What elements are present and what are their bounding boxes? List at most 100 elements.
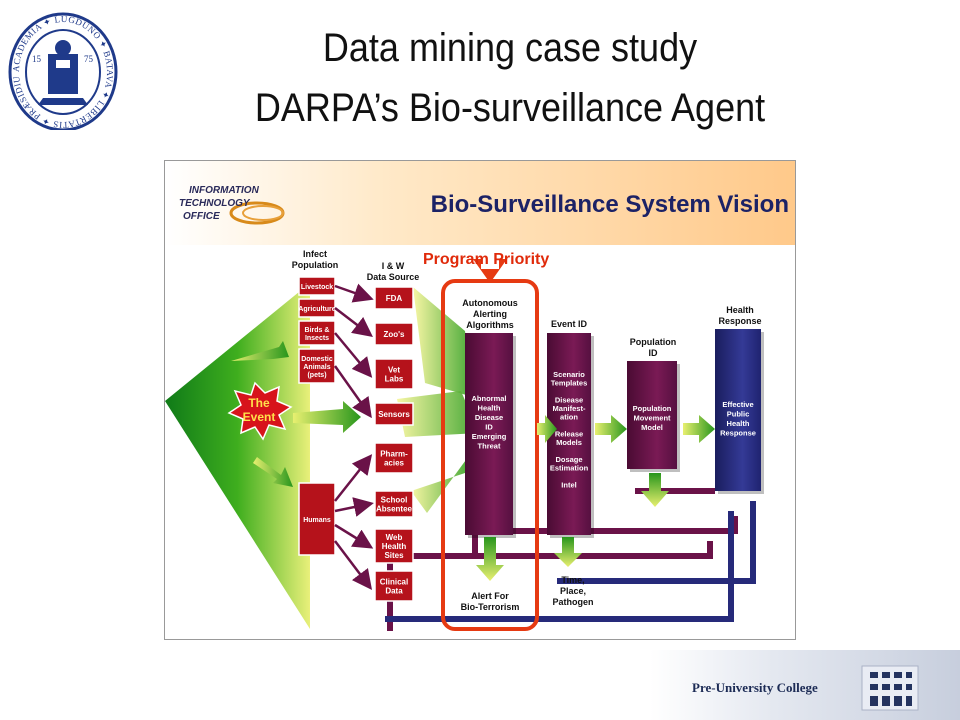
connector-4 [333,365,372,419]
connector-2 [334,307,373,338]
event-id-column-line-2: Templates [551,379,588,388]
autonomous-alerting-column-line-6: Threat [478,442,501,451]
infect-box-3-line-1: Birds & [305,327,330,334]
infect-box-2: Agriculture [298,298,336,318]
logo-line-1: INFORMATION [189,185,260,196]
connector-8 [334,540,373,590]
arrow-population-down [641,473,669,507]
pre-university-college-logo [861,665,919,711]
population-id-column-line-2: Movement [633,414,671,423]
event-id-column-line-5: Manifest- [553,404,586,413]
logo-line-3: OFFICE [183,211,220,222]
infect-box-3-line-2: Insects [305,335,329,342]
data-source-box-7-line-1: Web [386,533,403,542]
event-arrow-down [253,457,293,487]
figure-heading: Bio-Surveillance System Vision [431,191,789,218]
event-id-column-line-4: Disease [555,396,583,405]
tpp-label-line-1: Time, [561,575,584,585]
big-arrow-middle [397,391,479,437]
event-id-column-line-12: Estimation [550,464,589,473]
infect-box-4-line-1: Domestic [301,356,333,363]
data-source-box-6-line-2: Absentee [376,505,413,514]
arrow-to-alert [476,537,504,581]
data-source-column: FDA Zoo'sVetLabsSensorsPharm-aciesSchoolA… [333,283,414,602]
data-source-box-7-line-2: Health [382,542,407,551]
health-response-column-line-1: Effective [722,400,753,409]
data-source-box-3-line-2: Labs [385,375,404,384]
data-source-box-5-line-1: Pharm- [380,450,408,459]
infect-box-4-line-2: Animals [303,364,330,371]
autonomous-alerting-column-line-3: Disease [475,413,503,422]
event-id-column-line-9: Models [556,438,582,447]
autonomous-header-line-2: Alerting [473,309,507,319]
infect-box-3: Birds &Insects [298,320,336,346]
autonomous-header-line-3: Algorithms [466,320,514,330]
data-source-box-5-line-2: acies [384,459,405,468]
diagram-canvas: INFORMATION TECHNOLOGY OFFICE Bio-Survei… [165,161,795,631]
infect-header-line-1: Infect [303,249,327,259]
arrow-population-to-health [683,415,715,443]
seal-year-left: 15 [32,54,42,64]
health-response-header-line-1: Health [726,305,754,315]
data-source-box-2-line-1: Zoo's [383,330,405,339]
tpp-label-line-3: Pathogen [552,597,593,607]
infect-box-5-line-1: Humans [303,517,331,524]
information-technology-office-logo: INFORMATION TECHNOLOGY OFFICE [179,185,285,225]
alert-label-line-1: Alert For [471,591,509,601]
data-source-box-2: Zoo's [374,322,414,346]
autonomous-alerting-column-line-4: ID [485,423,493,432]
arrow-to-time-place [554,537,582,567]
health-response-column-line-2: Public [727,410,750,419]
program-priority-arrow [473,259,507,283]
processing-columns: AbnormalHealthDiseaseIDEmergingThreatSce… [465,329,764,538]
tpp-label-line-2: Place, [560,586,586,596]
bio-surveillance-diagram: INFORMATION TECHNOLOGY OFFICE Bio-Survei… [164,160,796,640]
event-id-column-line-11: Dosage [555,455,582,464]
event-id-column-line-14: Intel [561,481,576,490]
autonomous-header-line-1: Autonomous [462,298,518,308]
health-response-column-line-4: Response [720,429,756,438]
data-source-box-4-line-1: Sensors [378,410,410,419]
health-response-header-line-2: Response [718,316,761,326]
data-source-box-8-line-2: Data [385,587,403,596]
event-arrow-up [231,341,289,361]
slide-title-line-2: DARPA’s Bio-surveillance Agent [254,86,766,130]
connector-6 [334,497,374,517]
data-source-box-7-line-3: Sites [384,551,404,560]
the-event-line-2: Event [243,410,276,424]
connector-5 [334,454,373,502]
connector-7 [334,523,374,549]
arrow-event-to-population [595,415,627,443]
green-wedge [165,283,310,629]
program-priority-label: Program Priority [423,251,549,268]
infect-header-line-2: Population [292,260,339,270]
event-id-column-line-6: ation [560,413,578,422]
university-seal: ACADEMIA ✦ LUGDUNO ✦ BATAVA ✦ LIBERTATIS… [8,10,118,130]
event-arrow-right [293,401,361,433]
event-id-header: Event ID [551,319,588,329]
data-source-box-8-line-1: Clinical [380,578,408,587]
connector-3 [334,332,373,378]
infect-box-5: Humans [298,482,336,556]
footer-college-name: Pre-University College [692,680,818,695]
autonomous-alerting-column-line-5: Emerging [472,432,507,441]
iw-header-line-2: Data Source [367,272,420,282]
data-source-box-3-line-1: Vet [388,366,400,375]
event-id-column-line-8: Release [555,430,583,439]
autonomous-alerting-column-line-1: Abnormal [471,394,506,403]
population-id-column-line-1: Population [633,404,672,413]
infect-box-1: Livestock [298,276,336,296]
infect-box-2-line-1: Agriculture [298,306,335,313]
data-source-box-1-line-1: FDA [386,294,403,303]
connector-1 [334,283,374,303]
the-event-line-1: The [248,396,270,410]
population-id-header-line-1: Population [630,337,677,347]
